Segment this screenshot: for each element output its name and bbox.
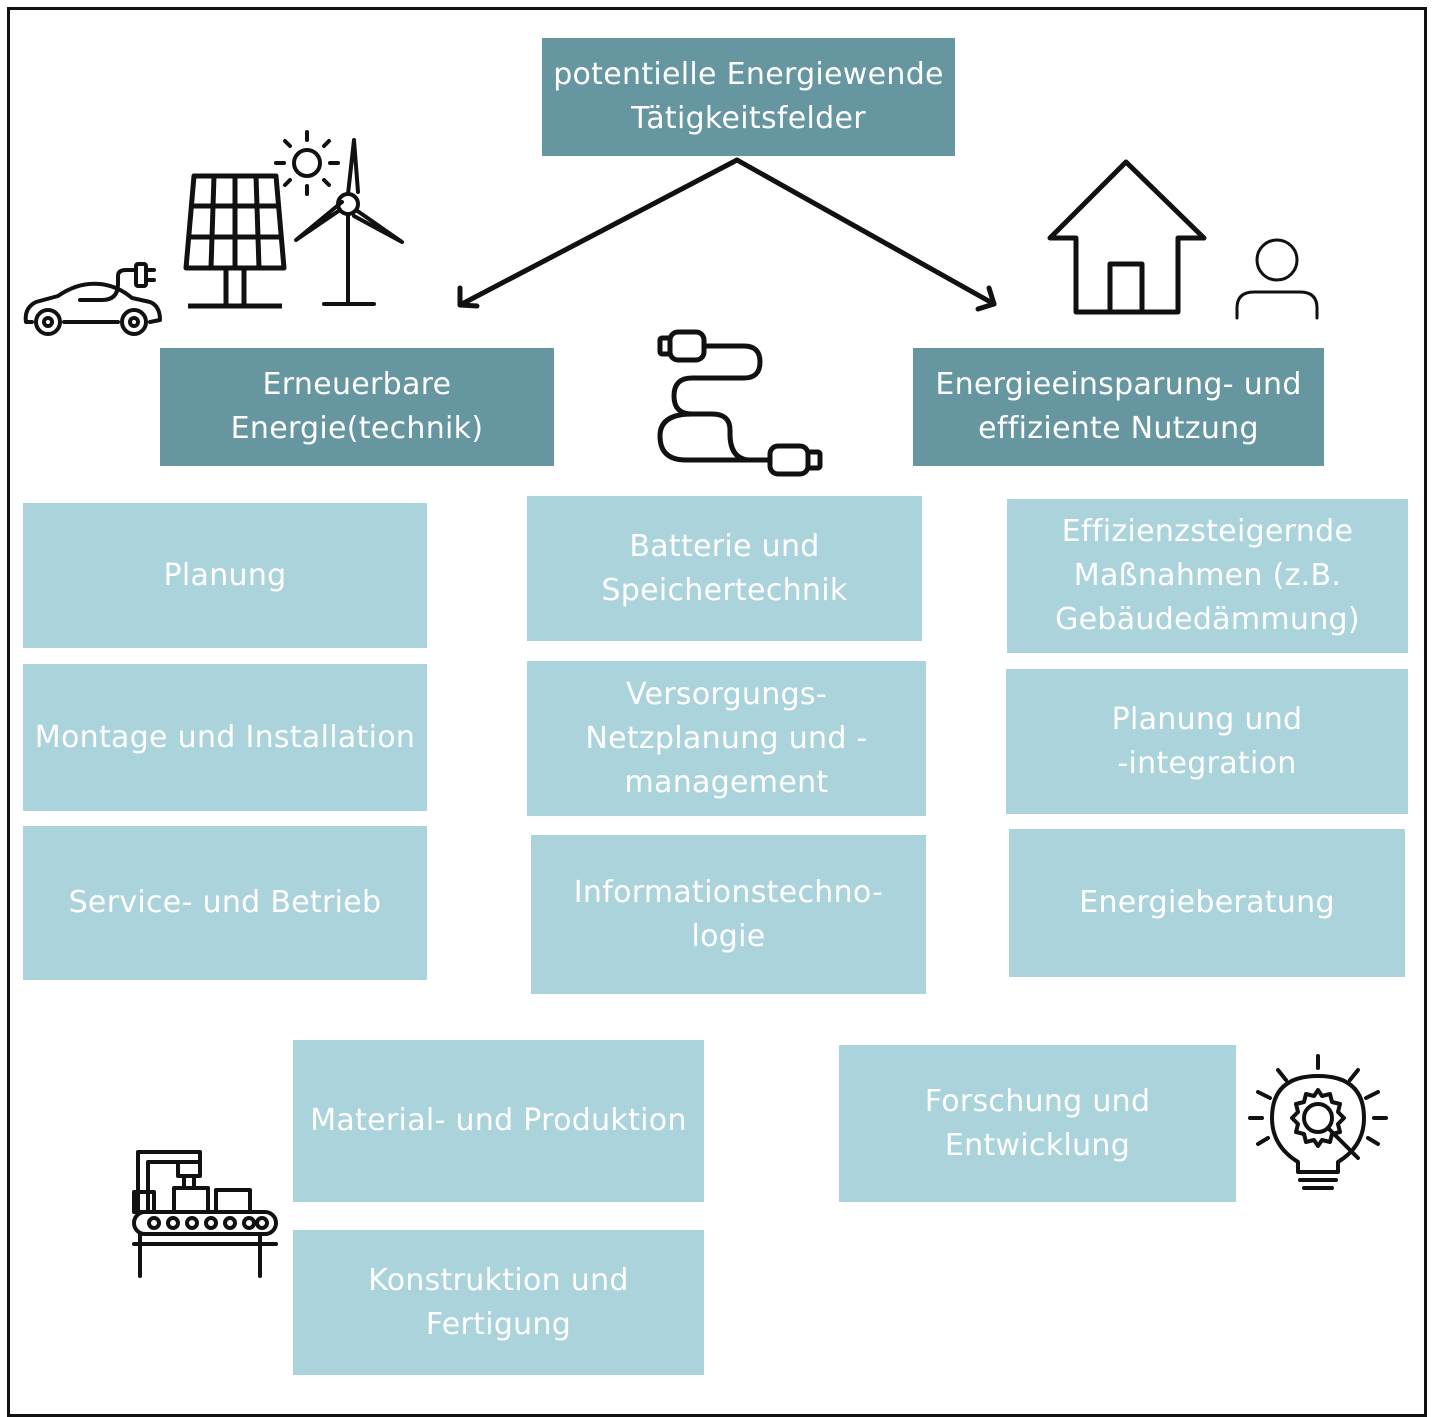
electric-car-icon <box>22 262 164 340</box>
box-informationstechnologie: Informationstechno- logie <box>531 835 926 994</box>
branch-energy-saving: Energieeinsparung- und effiziente Nutzun… <box>913 348 1324 466</box>
box-planung: Planung <box>23 503 427 648</box>
branch-renewable-energy: Erneuerbare Energie(technik) <box>160 348 554 466</box>
house-icon <box>1048 158 1208 316</box>
box-service: Service- und Betrieb <box>23 826 427 980</box>
person-icon <box>1234 236 1320 320</box>
box-forschung: Forschung und Entwicklung <box>839 1045 1236 1202</box>
charging-cable-icon <box>656 330 824 476</box>
solar-panel-icon <box>182 174 288 310</box>
title-box: potentielle Energiewende Tätigkeitsfelde… <box>542 38 955 156</box>
research-lightbulb-icon <box>1248 1054 1388 1194</box>
box-netzplanung: Versorgungs- Netzplanung und - managemen… <box>527 661 926 816</box>
sun-icon <box>274 130 340 196</box>
box-energieberatung: Energieberatung <box>1009 829 1405 977</box>
box-material-produktion: Material- und Produktion <box>293 1040 704 1202</box>
box-konstruktion: Konstruktion und Fertigung <box>293 1230 704 1375</box>
box-planung-integration: Planung und -integration <box>1006 669 1408 814</box>
box-montage: Montage und Installation <box>23 664 427 811</box>
box-batterie: Batterie und Speichertechnik <box>527 496 922 641</box>
wind-turbine-icon <box>292 136 408 308</box>
box-effizienz: Effizienzsteigernde Maßnahmen (z.B. Gebä… <box>1007 499 1408 653</box>
factory-robot-icon <box>130 1148 280 1278</box>
